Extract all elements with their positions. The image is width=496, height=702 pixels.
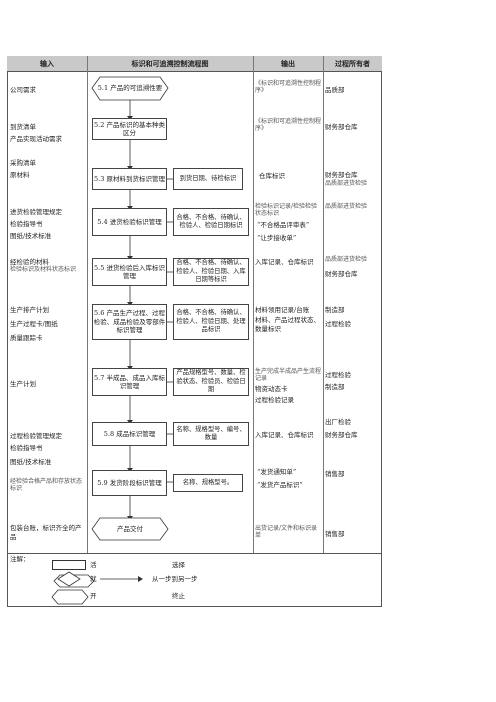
output-item: 材料领用记录/台账 [255,306,310,314]
input-item: 产品实现活动需求 [10,135,62,143]
input-item: 图纸/技术标准 [10,458,52,466]
legend-activity-label: 活 [90,561,97,569]
output-item: 过程检验记录 [255,396,294,404]
owner-item: 过程检验 [325,371,351,379]
output-item: 生产完成半成品产生流程记录 [255,368,322,382]
output-item: 《标识和可追溯性控制程序》 [255,80,322,94]
output-item: 材料、产品过程状态、数量标识 [255,316,320,333]
owner-item: 出厂检验 [325,418,351,426]
legend-activity-desc: 选择 [172,561,185,569]
output-item: “发货通知单” [257,468,297,476]
input-item: 检验指导书 [10,220,43,228]
header-output: 输出 [253,56,323,72]
owner-item: 过程检验 [325,320,351,328]
owner-item: 销售部 [325,530,345,538]
detail-shipping-marks: 名称、规格型号。 [173,474,243,492]
output-item: 仓库标识 [259,172,285,180]
input-item: 公司需求 [10,86,36,94]
output-item: “不合格品评审表” [257,221,310,229]
input-item: 经检验的材料 [10,258,49,266]
owner-item: 财务部仓库 [325,171,358,179]
legend-divider [7,553,382,554]
legend-start-desc: 终止 [172,592,185,600]
owner-item: 制造部 [325,306,345,314]
output-item: “发货产品标识” [257,481,303,489]
detail-incoming-inspection-marks: 合格、不合格、待确认、检验人、检验日期标识 [173,208,249,236]
owner-item: 品质部进货检验 [325,203,368,210]
step-delivery: 产品交付 [117,524,143,533]
detail-finished-marks: 名称、规格型号、编号、数量 [173,422,249,446]
header-owner: 过程所有者 [323,56,382,72]
input-item: 过程检验管理规定 [10,432,62,440]
output-item: 检验标识记录/检验检验状态标识 [255,203,318,217]
owner-item: 品质部进货检验 [325,180,368,187]
owner-item: 财务部仓库 [325,270,358,278]
detail-arrival-marks: 到货日期、待检标识 [173,168,243,190]
legend-activity-shape [52,560,86,570]
step-5-2: 5.2 产品标识的基本种类区分 [92,118,167,140]
legend-decision-desc: 从一步到另一步 [152,575,198,583]
input-item: 采购清单 [10,159,36,167]
step-5-9: 5.9 发货阶段标识管理 [92,470,167,496]
detail-production-marks: 合格、不合格、待确认、检验人、检验日期、处理品标识 [173,304,249,340]
header-input: 输入 [7,56,87,72]
owner-item: 品质部 [325,86,345,94]
step-5-3: 5.3 原材料到货标识管理 [92,168,167,190]
output-item: “让步接收单” [257,234,297,242]
input-item: 质量跟踪卡 [10,334,43,342]
step-5-4: 5.4 进货检验标识管理 [92,208,167,236]
output-item: 入库记录、仓库标识 [255,258,314,266]
detail-semi-finished-marks: 产品规格型号、数量、检验状态、检验员、检验日期 [173,368,249,396]
input-item: 图纸/技术标准 [10,232,52,240]
step-5-6: 5.6 产品生产过程、过程检验、成品检验及零部件标识管理 [92,304,167,340]
input-item: 检验标识及材料状态标识 [10,266,77,273]
input-item: 经检验合格产品和存放状态标识 [10,478,83,492]
input-item: 包装台账，标识齐全的产品 [10,524,82,541]
owner-item: 财务部仓库 [325,123,358,131]
header-process: 标识和可追溯控制流程图 [87,56,253,72]
input-item: 检验指导书 [10,444,43,452]
start-terminator-shape [91,76,169,101]
column-divider [253,56,254,553]
legend-title: 注解： [10,555,30,563]
input-item: 生产过程卡/图纸 [10,320,58,328]
legend-start-label: 开 [90,592,97,600]
output-item: 《标识和可追溯性控制程序》 [255,118,322,132]
input-item: 生产计划 [10,380,36,388]
step-5-1: 5.1 产品的可追溯性要 [97,84,163,93]
output-item: 出货记录/文件和标识录单 [255,525,318,539]
legend-decision-label: 就 [90,575,97,583]
column-divider [87,56,88,553]
owner-item: 财务部仓库 [325,431,358,439]
owner-item: 制造部 [325,383,345,391]
input-item: 生产排产计划 [10,306,49,314]
step-5-8: 5.8 成品标识管理 [92,422,167,446]
owner-item: 品质部进货检验 [325,256,368,263]
input-item: 到货清单 [10,123,36,131]
output-item: 入库记录、仓库标识 [255,431,314,439]
end-terminator-shape [91,517,169,541]
column-divider [323,56,324,553]
detail-warehousing-marks: 合格、不合格、待确认、检验人、检验日期、入库日期等标识 [173,258,249,286]
owner-item: 销售部 [325,470,345,478]
input-item: 原材料 [10,171,30,179]
input-item: 进货检验管理规定 [10,208,62,216]
output-item: 物资动态卡 [255,385,288,393]
step-5-5: 5.5 进货检验后入库标识管理 [92,258,167,286]
step-5-7: 5.7 半成品、成品入库标识管理 [92,368,167,396]
